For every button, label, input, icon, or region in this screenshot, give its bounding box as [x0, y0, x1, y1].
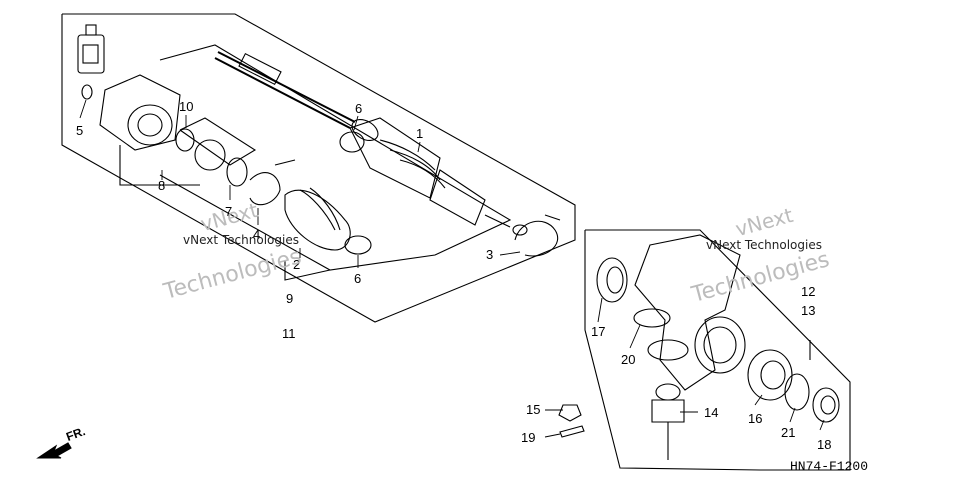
- seal-17: [596, 257, 628, 303]
- callout-14: 14: [704, 405, 719, 420]
- o-ring-5: [81, 84, 93, 100]
- castle-nut-15: [558, 404, 582, 422]
- callout-7: 7: [225, 204, 233, 219]
- callout-15: 15: [526, 402, 541, 417]
- bearing-16-inner: [760, 360, 786, 390]
- ring-10: [175, 128, 195, 152]
- diagram-code: HN74-F1200: [790, 459, 869, 474]
- callout-11: 11: [282, 326, 296, 341]
- seal-17-inner: [606, 266, 624, 294]
- callout-6-lower: 6: [354, 271, 362, 286]
- callout-10: 10: [179, 99, 194, 114]
- bracket-line-inner: [159, 44, 512, 271]
- callout-2: 2: [293, 257, 301, 272]
- bearing-cage: [179, 117, 257, 171]
- boot-band-6-upper: [339, 131, 365, 153]
- callout-19: 19: [521, 430, 536, 445]
- callout-13: 13: [801, 303, 816, 318]
- callout-16: 16: [748, 411, 763, 426]
- drive-shaft: [214, 51, 528, 236]
- callout-17: 17: [591, 324, 606, 339]
- front-direction-arrow-icon: [36, 442, 72, 459]
- callout-6-upper: 6: [355, 101, 363, 116]
- snap-ring-7: [226, 157, 248, 187]
- assembly-frame-lower: [584, 229, 851, 471]
- callout-20: 20: [621, 352, 636, 367]
- seal-18: [812, 387, 840, 423]
- boot-band-4: [249, 159, 296, 206]
- callout-4: 4: [253, 227, 261, 242]
- callout-3: 3: [486, 247, 494, 262]
- callout-12: 12: [801, 284, 816, 299]
- circlip-20: [633, 308, 671, 328]
- watermark-text: vNext Technologies: [183, 233, 299, 247]
- callout-18: 18: [817, 437, 832, 452]
- bracket-line-9: [284, 260, 331, 281]
- snap-ring-21: [784, 373, 810, 411]
- grease-bottle: [77, 24, 105, 74]
- callout-5: 5: [76, 123, 84, 138]
- ball-joint-14: [651, 383, 685, 460]
- callout-9: 9: [286, 291, 294, 306]
- seal-18-inner: [820, 395, 836, 415]
- bracket-line-8: [119, 145, 200, 186]
- leader-lines: [79, 99, 825, 438]
- knuckle: [634, 234, 746, 391]
- boot-band-6-lower: [344, 235, 372, 255]
- assembly-frame-upper: [61, 13, 576, 323]
- boot-band-3: [514, 214, 561, 257]
- outer-joint-housing: [99, 74, 181, 151]
- cotter-pin-19: [559, 425, 585, 438]
- callout-8: 8: [158, 178, 166, 193]
- callout-21: 21: [781, 425, 796, 440]
- boot-2: [284, 187, 351, 251]
- watermark-text-right: vNext Technologies: [706, 238, 822, 252]
- callout-1: 1: [416, 126, 424, 141]
